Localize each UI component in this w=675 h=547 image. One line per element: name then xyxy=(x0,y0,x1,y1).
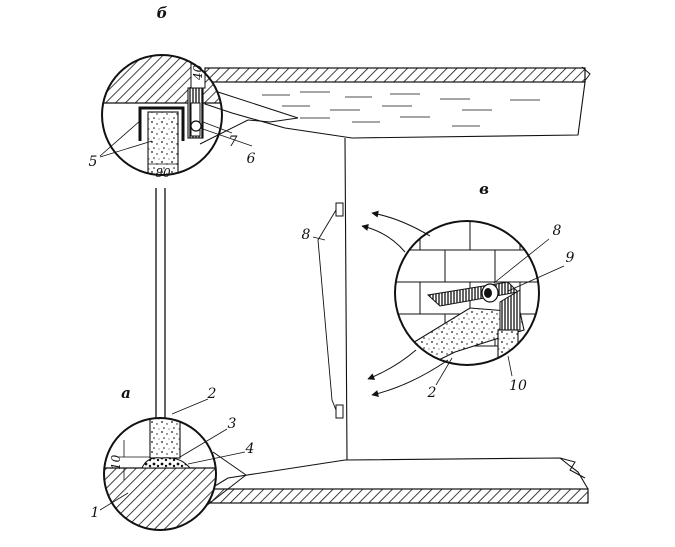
dimension-height-40: 40 xyxy=(191,64,205,81)
partition-panel xyxy=(155,188,166,418)
detail-v-magnifier-lines xyxy=(361,210,449,397)
detail-b-magnifier-lines xyxy=(199,91,299,145)
wall-edge xyxy=(344,137,348,461)
part-label-3: 3 xyxy=(228,416,237,432)
part-label-8-detail: 8 xyxy=(553,223,562,239)
detail-v-wall-anchor xyxy=(394,220,565,386)
ceiling-slab xyxy=(204,66,591,139)
floor-slab xyxy=(209,457,589,504)
part-label-9: 9 xyxy=(566,250,575,266)
part-label-7: 7 xyxy=(229,134,238,150)
part-label-4: 4 xyxy=(245,441,255,457)
part-label-8-anchor: 8 xyxy=(302,227,311,243)
wall-anchors xyxy=(312,202,344,419)
part-label-6: 6 xyxy=(247,151,256,167)
dimension-gap-10: 10 xyxy=(109,454,123,470)
section-label-v: в xyxy=(479,180,489,198)
dimension-width-80: 80 xyxy=(155,166,171,180)
part-label-2-detail: 2 xyxy=(427,385,437,401)
detail-a-magnifier-lines xyxy=(205,451,247,507)
part-label-10: 10 xyxy=(509,378,527,394)
section-label-b: б xyxy=(157,4,168,22)
section-label-a: а xyxy=(121,384,131,402)
part-label-1: 1 xyxy=(91,505,100,521)
part-label-5: 5 xyxy=(89,154,98,170)
part-label-2-floor: 2 xyxy=(207,386,217,402)
